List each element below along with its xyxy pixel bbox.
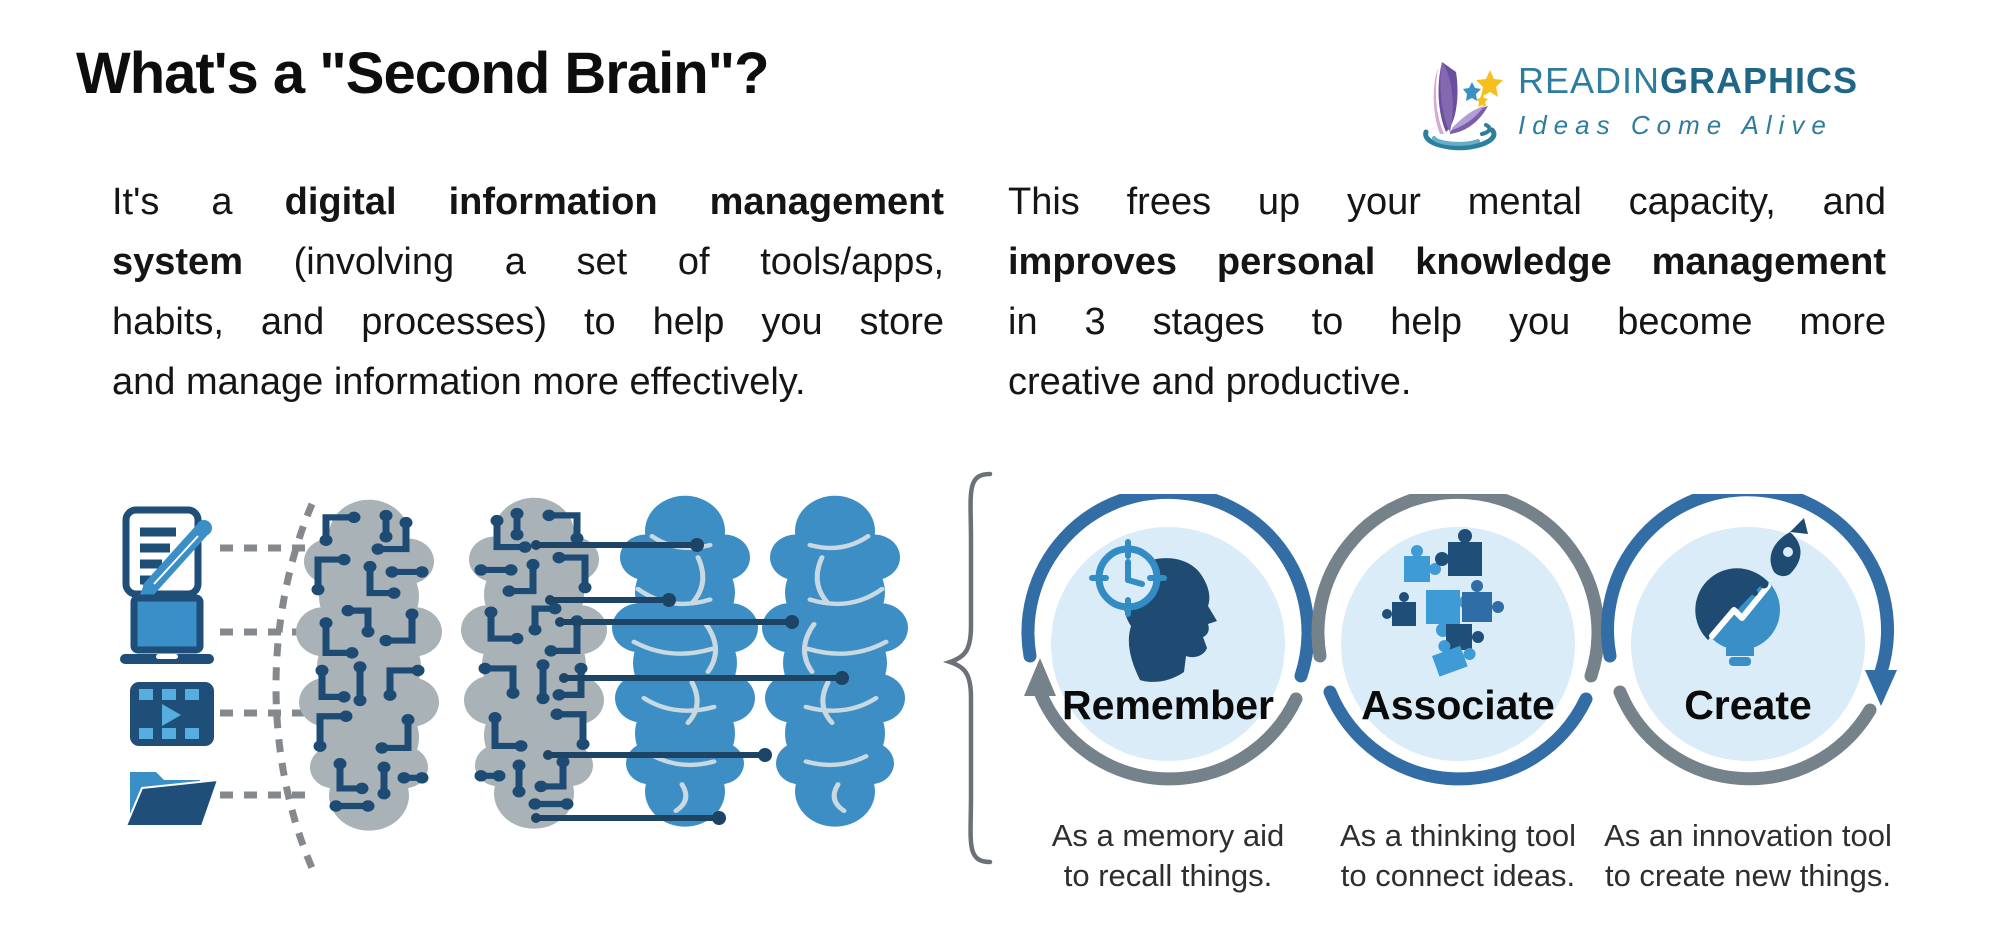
note-pencil-icon bbox=[122, 506, 212, 600]
star-icon bbox=[1476, 70, 1503, 97]
cycle-arc-gray bbox=[1613, 685, 1877, 786]
book-sparkle-icon bbox=[1423, 62, 1503, 151]
puzzle-pieces-icon bbox=[1382, 529, 1504, 677]
brand-tagline: Ideas Come Alive bbox=[1518, 110, 1833, 140]
stage-label-remember: Remember bbox=[1062, 682, 1274, 728]
right-brain-lobe bbox=[762, 495, 908, 827]
cycle-arc-blue bbox=[1323, 685, 1593, 786]
stage-create bbox=[1601, 494, 1897, 786]
stage-label-associate: Associate bbox=[1361, 682, 1555, 728]
cycle-arc-blue bbox=[1021, 494, 1315, 683]
head-clock-icon bbox=[1089, 539, 1217, 682]
stage-label-create: Create bbox=[1684, 682, 1812, 728]
second-brain-illustration bbox=[120, 495, 908, 870]
cycle-arc-gray bbox=[1033, 685, 1303, 786]
cycle-arc-gray bbox=[1311, 494, 1605, 683]
curly-brace bbox=[942, 471, 993, 865]
folder-icon bbox=[124, 772, 220, 827]
stage-associate bbox=[1311, 494, 1605, 786]
benefit-paragraph: This frees up your mental capacity, and … bbox=[1008, 181, 1886, 403]
video-icon bbox=[130, 682, 214, 746]
arrow-up-icon bbox=[1024, 658, 1056, 696]
cycle-arc-blue bbox=[1601, 494, 1894, 679]
stage-remember bbox=[1021, 494, 1315, 786]
bulb-rocket-icon bbox=[1695, 518, 1808, 666]
brand-logo: READINGRAPHICS Ideas Come Alive bbox=[1412, 48, 1858, 152]
hemisphere-wires bbox=[531, 538, 849, 825]
definition-paragraph: It's a digital information management sy… bbox=[112, 181, 944, 403]
arrow-down-icon bbox=[1865, 670, 1897, 706]
page-title: What's a "Second Brain"? bbox=[76, 41, 770, 106]
brand-name: READINGRAPHICS bbox=[1518, 60, 1859, 101]
dashed-connectors bbox=[220, 502, 316, 870]
laptop-icon bbox=[120, 594, 214, 664]
